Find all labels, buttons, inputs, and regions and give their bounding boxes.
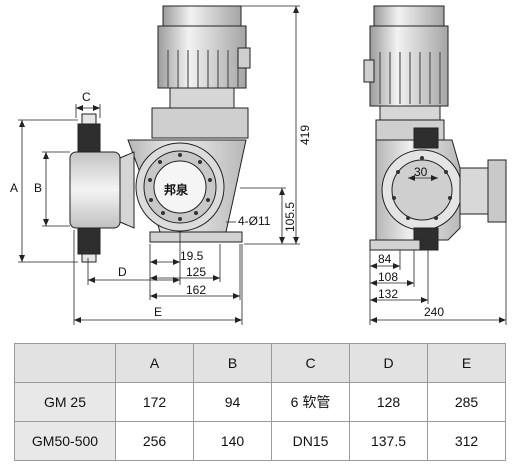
column-header-e: E xyxy=(427,343,506,383)
dim-label-30: 30 xyxy=(414,165,428,179)
brand-watermark: 邦泉 xyxy=(164,182,189,197)
dim-label-a: A xyxy=(10,181,18,195)
column-header-c: C xyxy=(271,343,350,383)
side-motor-flange xyxy=(379,105,441,121)
side-view xyxy=(363,5,507,251)
table-cell: DN15 xyxy=(271,421,350,461)
table-header-row: A B C D E xyxy=(14,343,506,383)
front-terminal-box xyxy=(237,47,251,69)
dim-label-c: C xyxy=(82,90,91,104)
column-header-d: D xyxy=(349,343,428,383)
front-dimensions xyxy=(18,5,300,325)
table-corner-cell xyxy=(14,343,116,383)
dim-label-108: 108 xyxy=(378,270,398,284)
side-motor xyxy=(369,25,449,107)
dim-label-19-5: 19.5 xyxy=(180,249,204,263)
dim-label-d: D xyxy=(118,265,127,279)
dim-label-b: B xyxy=(34,181,42,195)
front-gear-teeth xyxy=(148,153,212,221)
dim-label-240: 240 xyxy=(424,305,444,319)
side-motor-fins xyxy=(379,52,441,104)
side-discharge-nozzle xyxy=(459,167,489,215)
side-dimension-arrows xyxy=(370,175,506,323)
front-inlet-nut xyxy=(81,113,97,125)
front-dimension-arrows xyxy=(19,6,299,323)
table-cell: 312 xyxy=(427,421,506,461)
front-motor-flange xyxy=(169,87,235,109)
front-base-plate xyxy=(149,231,243,243)
table-cell: 128 xyxy=(349,382,428,422)
row-model-name: GM 25 xyxy=(14,382,116,422)
front-diaphragm-housing xyxy=(119,151,135,229)
side-terminal-box xyxy=(363,59,375,83)
table-cell: 6 软管 xyxy=(271,382,350,422)
table-cell: 285 xyxy=(427,382,506,422)
table-cell: 172 xyxy=(115,382,194,422)
front-outlet-nut xyxy=(81,253,97,263)
front-gear-hub xyxy=(153,160,207,214)
pump-dimension-drawing: A B C D E 19.5 125 162 4-Ø11 419 105.5 邦… xyxy=(10,5,507,325)
front-motor-fan-cover xyxy=(162,5,242,27)
front-motor-fins xyxy=(167,50,239,88)
side-dimension-labels: 30 84 108 132 240 xyxy=(378,165,444,319)
dimension-spec-table: A B C D E GM 25 172 94 6 软管 128 285 GM50… xyxy=(14,343,506,461)
side-discharge-cap xyxy=(487,159,507,223)
front-inlet-valve xyxy=(77,123,101,153)
dim-label-132: 132 xyxy=(378,287,398,301)
dim-label-125: 125 xyxy=(186,265,206,279)
column-header-a: A xyxy=(115,343,194,383)
front-coupling-flange xyxy=(151,107,249,139)
dim-label-105-5: 105.5 xyxy=(283,202,297,232)
dim-label-419: 419 xyxy=(298,125,312,145)
front-outlet-valve xyxy=(77,227,101,255)
dim-label-162: 162 xyxy=(186,283,206,297)
table-cell: 140 xyxy=(193,421,272,461)
table-row: GM50-500 256 140 DN15 137.5 312 xyxy=(14,421,506,461)
table-row: GM 25 172 94 6 软管 128 285 xyxy=(14,382,506,422)
dim-label-4-holes: 4-Ø11 xyxy=(238,214,271,228)
side-base-plate xyxy=(369,239,421,251)
table-cell: 256 xyxy=(115,421,194,461)
row-model-name: GM50-500 xyxy=(14,421,116,461)
dim-label-e: E xyxy=(154,305,162,319)
table-cell: 94 xyxy=(193,382,272,422)
front-view xyxy=(69,5,251,263)
side-bolts xyxy=(392,156,452,220)
side-top-valve xyxy=(413,127,439,149)
front-motor xyxy=(157,25,247,89)
front-pump-head xyxy=(69,151,121,229)
side-motor-fan-cover xyxy=(373,5,445,27)
table-cell: 137.5 xyxy=(349,421,428,461)
column-header-b: B xyxy=(193,343,272,383)
front-dimension-labels: A B C D E 19.5 125 162 4-Ø11 419 105.5 xyxy=(10,90,312,319)
dim-label-84: 84 xyxy=(378,252,392,266)
